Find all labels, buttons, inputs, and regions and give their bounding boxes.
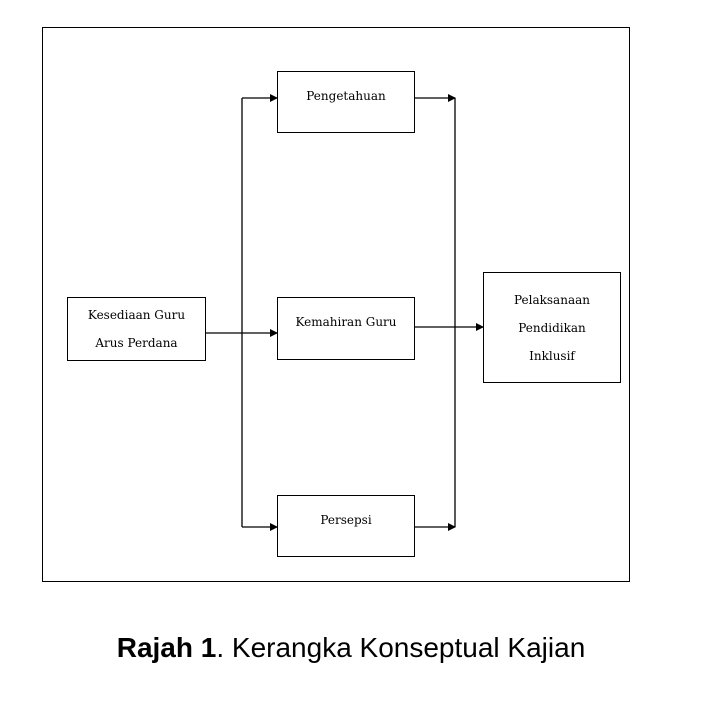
caption-title: . Kerangka Konseptual Kajian (216, 632, 586, 663)
node-pelaksanaan-line3: Inklusif (529, 348, 575, 363)
node-kesediaan-line1: Kesediaan Guru (87, 308, 186, 322)
node-pengetahuan-label: Pengetahuan (306, 89, 386, 103)
caption-figure-number: Rajah 1 (116, 632, 217, 663)
node-persepsi: Persepsi (277, 495, 415, 557)
node-kesediaan-line2: Arus Perdana (95, 336, 178, 350)
node-kemahiran-label: Kemahiran Guru (295, 315, 397, 329)
node-kemahiran-guru: Kemahiran Guru (277, 297, 415, 360)
node-pengetahuan: Pengetahuan (277, 71, 415, 133)
node-kesediaan-guru: Kesediaan Guru Arus Perdana (67, 297, 206, 361)
node-pelaksanaan-pendidikan-inklusif: Pelaksanaan Pendidikan Inklusif (483, 272, 621, 383)
node-persepsi-label: Persepsi (320, 513, 372, 527)
diagram-frame (42, 27, 630, 582)
node-pelaksanaan-line2: Pendidikan (518, 320, 586, 335)
node-pelaksanaan-line1: Pelaksanaan (514, 292, 590, 307)
figure-caption: Rajah 1. Kerangka Konseptual Kajian (0, 632, 702, 664)
